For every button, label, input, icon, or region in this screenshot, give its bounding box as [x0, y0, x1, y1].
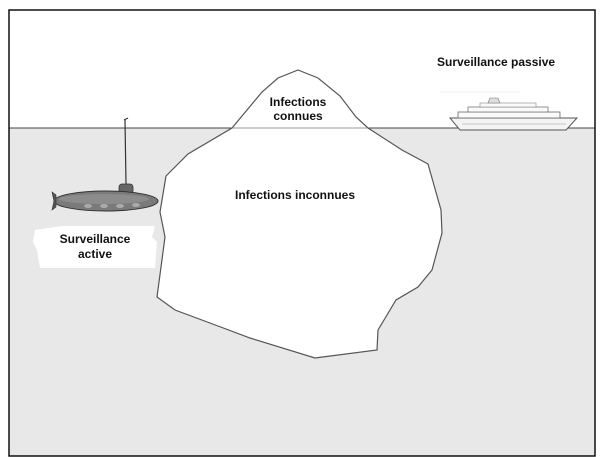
cruise-ship-icon [440, 91, 579, 131]
iceberg [156, 69, 443, 359]
infections-connues-label-line2: connues [273, 109, 323, 123]
surveillance-active-label-line1: Surveillance [60, 232, 131, 246]
surveillance-passive-label: Surveillance passive [437, 55, 555, 69]
submarine-icon [51, 117, 159, 212]
infections-inconnues-label: Infections inconnues [235, 188, 355, 202]
frame-border [8, 9, 596, 457]
surveillance-active-label-bg [33, 226, 157, 268]
surveillance-active-label-line2: active [78, 247, 112, 261]
infections-connues-label-line1: Infections [270, 95, 327, 109]
